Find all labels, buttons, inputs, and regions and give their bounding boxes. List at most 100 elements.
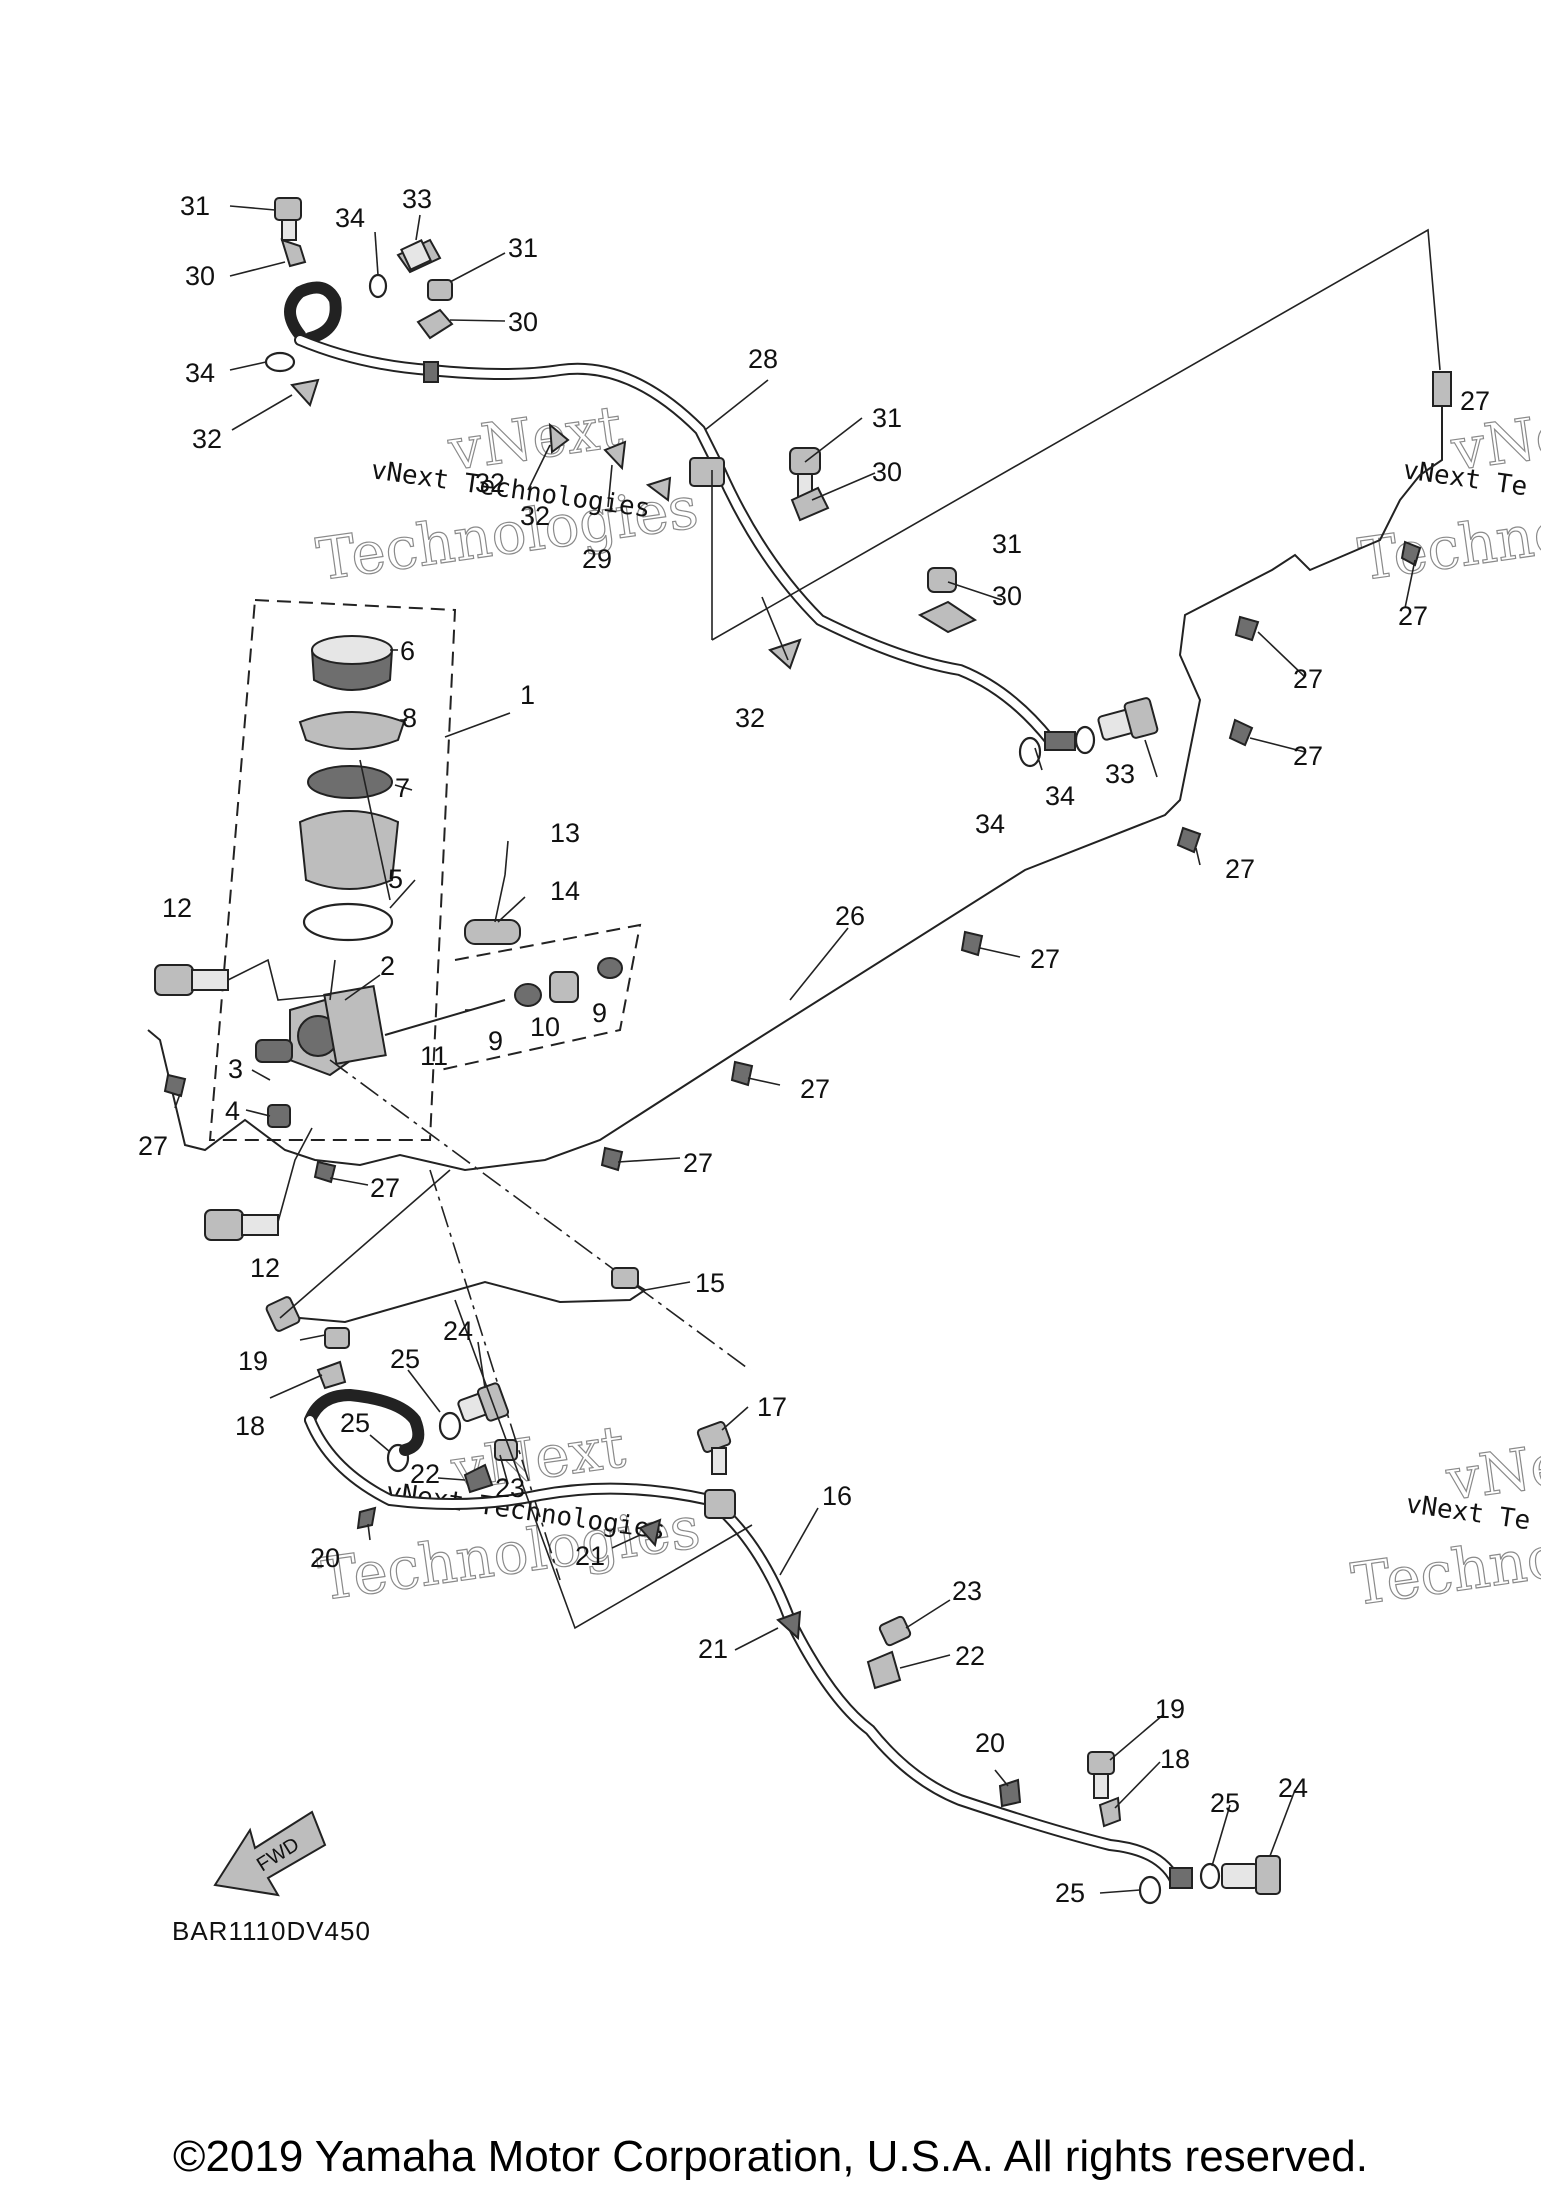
centerline-b bbox=[429, 1169, 561, 1581]
callout-11: 11 bbox=[420, 1041, 448, 1071]
clevis-10 bbox=[549, 971, 579, 1003]
pipe-15-fitting-a bbox=[265, 1296, 301, 1332]
callout-6: 6 bbox=[400, 636, 415, 666]
clamp-32-c bbox=[603, 440, 627, 471]
callout-28: 28 bbox=[748, 344, 778, 374]
callout-20: 20 bbox=[310, 1543, 340, 1573]
banjo-bolt-24-lower bbox=[1221, 1855, 1281, 1895]
callout-numbers: 31 30 34 33 31 30 34 32 28 31 30 32 32 2… bbox=[138, 184, 1490, 1908]
bracket-18-lower bbox=[1098, 1796, 1122, 1828]
banjo-bolt-33-top bbox=[396, 238, 442, 274]
clip-22-upper bbox=[463, 1463, 494, 1494]
watermark-top-left: vNext Technologies vNext Technologies bbox=[312, 392, 703, 595]
callout-33: 33 bbox=[402, 184, 432, 214]
callout-21: 21 bbox=[575, 1541, 605, 1571]
callout-10: 10 bbox=[530, 1012, 560, 1042]
callout-2: 2 bbox=[380, 951, 395, 981]
callout-22: 22 bbox=[410, 1459, 440, 1489]
callout-34: 34 bbox=[975, 809, 1005, 839]
callout-17: 17 bbox=[757, 1392, 787, 1422]
diagram-code: BAR1110DV450 bbox=[172, 1916, 371, 1946]
callout-30: 30 bbox=[872, 457, 902, 487]
bracket-22-lower bbox=[866, 1650, 902, 1690]
clip-20-lower bbox=[998, 1778, 1022, 1808]
callout-27: 27 bbox=[1398, 601, 1428, 631]
clamp-21-lower bbox=[776, 1610, 802, 1641]
banjo-bolt-33-right bbox=[1097, 697, 1159, 741]
watermark-top-right: vNext Technologies vNext Te bbox=[1354, 392, 1541, 595]
callout-32: 32 bbox=[192, 424, 222, 454]
callout-26: 26 bbox=[835, 901, 865, 931]
bracket-18-upper bbox=[316, 1360, 347, 1390]
bolt-12-upper bbox=[154, 958, 331, 1001]
callout-12: 12 bbox=[250, 1253, 280, 1283]
callout-16: 16 bbox=[822, 1481, 852, 1511]
callout-7: 7 bbox=[395, 773, 410, 803]
reference-leader-lines bbox=[711, 228, 1441, 641]
callout-4: 4 bbox=[225, 1096, 240, 1126]
copyright-notice: ©2019 Yamaha Motor Corporation, U.S.A. A… bbox=[173, 2132, 1368, 2181]
front-brake-hose-lower bbox=[304, 1388, 1193, 1889]
watermark-bottom-right: vNext Technologies vNext Te bbox=[1347, 1422, 1541, 1620]
bracket-30-right bbox=[917, 600, 978, 634]
pipe-clamps-27 bbox=[163, 540, 1422, 1184]
washer-25-c bbox=[1138, 1875, 1162, 1905]
clip-13 bbox=[494, 874, 506, 923]
forward-arrow-icon: FWD bbox=[213, 1810, 327, 1897]
callout-31: 31 bbox=[180, 191, 210, 221]
callout-32: 32 bbox=[735, 703, 765, 733]
callout-27: 27 bbox=[1225, 854, 1255, 884]
master-cylinder bbox=[255, 959, 387, 1128]
clamp-32-a bbox=[290, 378, 320, 407]
bolt-31-top bbox=[427, 279, 453, 301]
callout-30: 30 bbox=[508, 307, 538, 337]
clamp-32-b bbox=[548, 422, 570, 454]
callout-31: 31 bbox=[508, 233, 538, 263]
bolt-31-top-left bbox=[274, 197, 302, 241]
callout-27-dup: 27 bbox=[1460, 386, 1490, 416]
washer-34-c bbox=[1018, 736, 1042, 768]
banjo-bolt-24-upper bbox=[457, 1382, 510, 1423]
clip-20-upper bbox=[356, 1506, 377, 1530]
reservoir-body bbox=[298, 810, 400, 890]
callout-31: 31 bbox=[872, 403, 902, 433]
callout-leader-lines bbox=[174, 205, 1416, 1894]
callout-27: 27 bbox=[1030, 944, 1060, 974]
bracket-30-top-left bbox=[280, 238, 307, 268]
callout-25: 25 bbox=[390, 1344, 420, 1374]
callout-27: 27 bbox=[1293, 741, 1323, 771]
callout-24: 24 bbox=[443, 1316, 473, 1346]
callout-27: 27 bbox=[1293, 664, 1323, 694]
callout-8: 8 bbox=[402, 703, 417, 733]
callout-27: 27 bbox=[370, 1173, 400, 1203]
callout-29: 29 bbox=[582, 544, 612, 574]
washer-25-d bbox=[1199, 1862, 1221, 1890]
callout-27: 27 bbox=[683, 1148, 713, 1178]
callout-25: 25 bbox=[1055, 1878, 1085, 1908]
reference-leader-lines-lower bbox=[454, 1299, 753, 1630]
reservoir-assembly bbox=[298, 635, 406, 942]
diaphragm-8 bbox=[298, 711, 406, 750]
callout-32: 32 bbox=[475, 468, 505, 498]
callout-27: 27 bbox=[138, 1131, 168, 1161]
callout-30: 30 bbox=[992, 581, 1022, 611]
callout-27: 27 bbox=[800, 1074, 830, 1104]
callout-32: 32 bbox=[520, 501, 550, 531]
nut-9b bbox=[597, 957, 623, 979]
bolt-17 bbox=[696, 1421, 732, 1475]
callout-25: 25 bbox=[1210, 1788, 1240, 1818]
callout-34: 34 bbox=[185, 358, 215, 388]
callout-9: 9 bbox=[592, 998, 607, 1028]
pipe-end-fitting bbox=[1432, 371, 1452, 407]
pushrod-11 bbox=[384, 999, 506, 1036]
bolt-19-lower bbox=[1087, 1751, 1115, 1799]
callout-5: 5 bbox=[388, 864, 403, 894]
callout-12: 12 bbox=[162, 893, 192, 923]
callout-1: 1 bbox=[520, 680, 535, 710]
callout-23: 23 bbox=[495, 1473, 525, 1503]
brake-pipe-26 bbox=[147, 382, 1443, 1172]
clamp-21-upper bbox=[638, 1518, 662, 1548]
washer-34-a bbox=[368, 273, 388, 299]
